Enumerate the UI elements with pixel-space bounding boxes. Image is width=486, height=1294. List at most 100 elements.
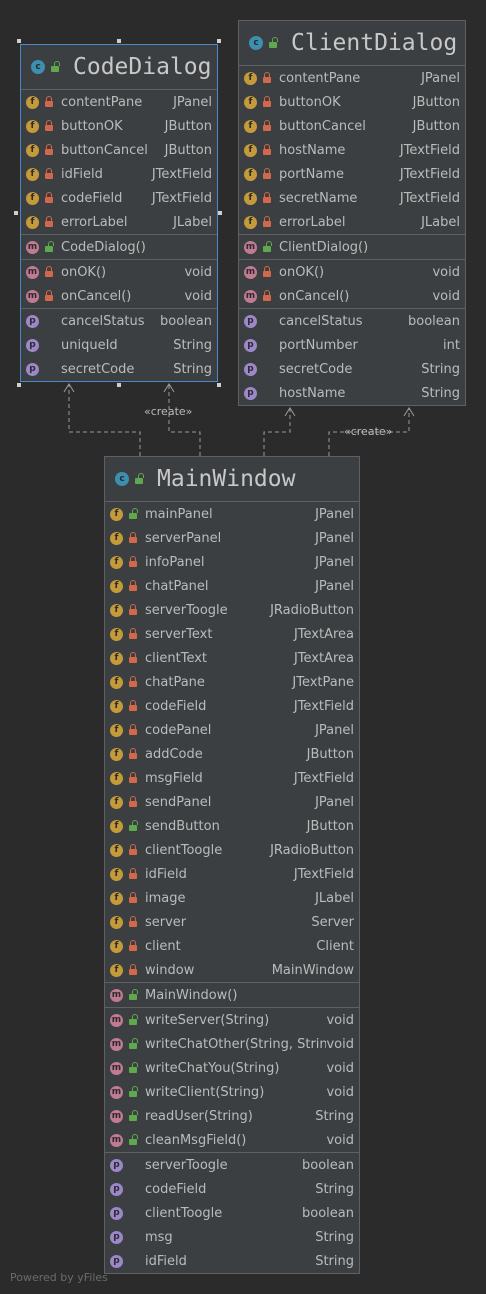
member-name: uniqueId: [61, 337, 118, 353]
member-name: clientText: [145, 650, 207, 666]
method-icon: m: [110, 1037, 123, 1051]
member-type: void: [432, 264, 460, 280]
member-name: serverText: [145, 626, 213, 642]
field-icon: f: [26, 95, 39, 109]
field-icon: f: [26, 191, 39, 205]
method-icon: m: [26, 240, 39, 254]
lock-icon: [45, 192, 53, 203]
member-type: JRadioButton: [270, 602, 354, 618]
selection-handle[interactable]: [14, 211, 18, 215]
member-name: msg: [145, 1229, 173, 1245]
private-visibility-icon: [127, 892, 139, 904]
member-name: idField: [61, 166, 103, 182]
selection-handle[interactable]: [217, 383, 221, 387]
member-name: contentPane: [279, 70, 361, 86]
edge-main-to-codedialog-left: [68, 384, 141, 456]
selection-handle[interactable]: [117, 39, 121, 43]
selection-handle[interactable]: [17, 39, 21, 43]
member-type: void: [184, 288, 212, 304]
lock-icon: [263, 96, 271, 107]
lock-icon: [129, 628, 137, 639]
selection-handle[interactable]: [117, 383, 121, 387]
lock-icon: [129, 748, 137, 759]
private-visibility-icon: [127, 844, 139, 856]
selection-handle[interactable]: [218, 211, 222, 215]
selection-handle[interactable]: [17, 383, 21, 387]
field-icon: f: [110, 939, 123, 953]
property-icon: p: [26, 314, 39, 328]
member-type: JTextArea: [293, 650, 354, 666]
create-label-left: «create»: [144, 405, 192, 418]
public-visibility-icon: [261, 241, 273, 253]
selection-handle[interactable]: [217, 39, 221, 43]
field-icon: f: [244, 71, 257, 85]
member-type: int: [443, 337, 460, 353]
private-visibility-icon: [127, 628, 139, 640]
member-type: String: [315, 1253, 354, 1269]
method-icon: m: [244, 289, 257, 303]
